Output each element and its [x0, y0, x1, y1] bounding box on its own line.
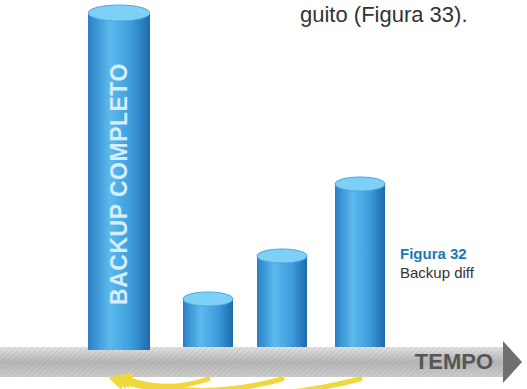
time-arrowhead [503, 341, 522, 383]
backup-cylinder [335, 177, 385, 352]
figure-caption: Backup diff [400, 264, 474, 281]
time-axis [0, 341, 522, 383]
cylinder-top [88, 5, 150, 21]
cylinder-body [183, 299, 233, 352]
figure-number: Figura 32 [400, 245, 467, 262]
body-text: guito (Figura 33). [300, 2, 468, 28]
cylinder-top [335, 177, 385, 191]
cylinder-body [88, 12, 150, 350]
full-backup-cylinder: BACKUP COMPLETO [88, 4, 150, 350]
backup-cylinders [183, 177, 385, 352]
cylinder-top [183, 292, 233, 306]
time-band-texture [0, 347, 505, 377]
cylinder-body [335, 184, 385, 352]
axis-label: TEMPO [415, 347, 493, 377]
cylinder-top [257, 249, 307, 263]
reference-arrows [116, 378, 360, 389]
vertical-title: BACKUP COMPLETO [106, 63, 133, 305]
time-band [0, 347, 505, 377]
time-axis-band: TEMPO [0, 347, 505, 377]
cylinder-body [257, 256, 307, 352]
backup-cylinder [183, 292, 233, 352]
backup-cylinder [257, 249, 307, 352]
reference-arrow [116, 379, 360, 389]
